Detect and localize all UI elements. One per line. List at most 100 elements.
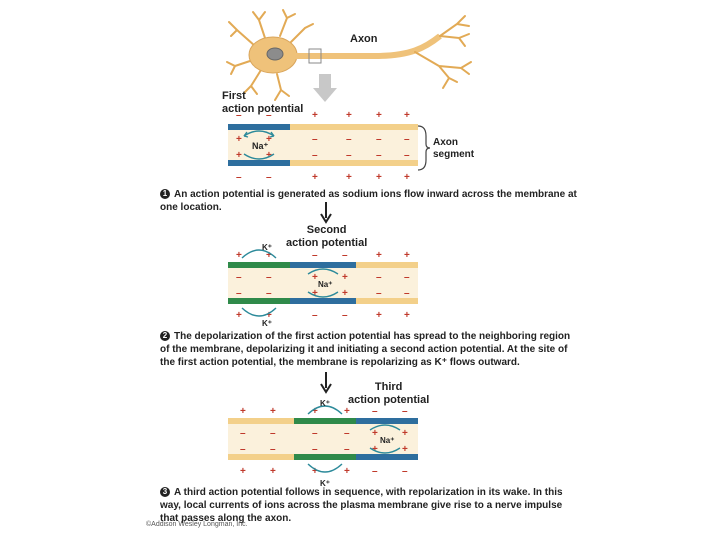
na-label: Na⁺	[380, 436, 394, 445]
svg-text:–: –	[236, 110, 242, 121]
svg-text:–: –	[266, 288, 272, 299]
axon-interior	[228, 268, 418, 298]
svg-text:+: +	[236, 250, 242, 261]
svg-text:+: +	[312, 406, 318, 417]
svg-text:+: +	[312, 172, 318, 183]
membrane-bottom	[228, 160, 418, 166]
membrane-bottom	[228, 454, 418, 460]
svg-text:–: –	[236, 288, 242, 299]
caption-text: A third action potential follows in sequ…	[160, 487, 563, 524]
nucleus	[266, 47, 284, 61]
svg-text:+: +	[240, 406, 246, 417]
svg-text:+: +	[404, 250, 410, 261]
svg-text:+: +	[404, 110, 410, 121]
svg-text:–: –	[376, 150, 382, 161]
svg-text:+: +	[236, 310, 242, 321]
svg-text:–: –	[404, 272, 410, 283]
svg-text:–: –	[404, 150, 410, 161]
svg-text:+: +	[312, 288, 318, 299]
axon-segment-panel-3: ++++–– ––––++ ––––++ ++++–– K⁺ Na⁺ K⁺	[228, 399, 418, 488]
svg-text:+: +	[342, 272, 348, 283]
k-efflux-arrows	[307, 405, 343, 473]
svg-text:–: –	[236, 172, 242, 183]
svg-text:–: –	[312, 428, 318, 439]
axon-segment-label: Axon segment	[433, 137, 475, 160]
svg-text:–: –	[402, 406, 408, 417]
svg-text:–: –	[312, 250, 318, 261]
membrane-top	[228, 262, 418, 268]
svg-text:–: –	[372, 406, 378, 417]
svg-text:–: –	[342, 250, 348, 261]
svg-text:+: +	[344, 466, 350, 477]
svg-text:–: –	[236, 272, 242, 283]
axon-shaft	[295, 33, 442, 59]
svg-text:+: +	[236, 134, 242, 145]
svg-text:–: –	[266, 272, 272, 283]
svg-text:–: –	[342, 310, 348, 321]
svg-text:+: +	[376, 172, 382, 183]
svg-text:–: –	[312, 134, 318, 145]
svg-text:–: –	[266, 110, 272, 121]
axon-segment-panel-2: ++––++ ––++–– ––++–– ++––++ K⁺ Na⁺ K⁺	[228, 243, 418, 328]
na-label: Na⁺	[318, 280, 332, 289]
svg-text:+: +	[266, 134, 272, 145]
membrane-top	[228, 124, 418, 130]
na-influx-arrows	[307, 268, 339, 298]
svg-text:+: +	[312, 466, 318, 477]
caption-text: The depolarization of the first action p…	[160, 331, 571, 368]
svg-text:+: +	[376, 110, 382, 121]
step-number: 3	[160, 487, 170, 498]
down-arrow-1	[320, 202, 332, 224]
svg-text:+: +	[270, 466, 276, 477]
svg-text:–: –	[404, 134, 410, 145]
svg-text:–: –	[376, 134, 382, 145]
svg-text:–: –	[376, 272, 382, 283]
neuron-illustration: Axon	[226, 9, 472, 102]
svg-text:+: +	[402, 428, 408, 439]
k-label-bottom: K⁺	[320, 479, 330, 488]
svg-text:–: –	[312, 444, 318, 455]
charges: ––++++ ++–––– ++–––– ––++++	[236, 110, 410, 183]
step-number: 2	[160, 331, 170, 342]
svg-text:+: +	[270, 406, 276, 417]
charges: ++––++ ––++–– ––++–– ++––++	[236, 250, 410, 321]
svg-text:–: –	[404, 288, 410, 299]
axon-segment-bracket	[417, 125, 430, 171]
segment-marker	[308, 48, 322, 64]
svg-text:+: +	[266, 310, 272, 321]
axon-terminals	[414, 15, 472, 89]
svg-text:–: –	[312, 310, 318, 321]
na-influx-arrows	[243, 130, 275, 160]
svg-text:+: +	[342, 288, 348, 299]
svg-text:+: +	[344, 406, 350, 417]
svg-text:+: +	[236, 150, 242, 161]
svg-text:+: +	[346, 172, 352, 183]
svg-text:+: +	[404, 172, 410, 183]
svg-text:+: +	[240, 466, 246, 477]
down-arrow-2	[320, 372, 332, 394]
membrane-bottom	[228, 298, 418, 304]
charges: ++++–– ––––++ ––––++ ++++––	[240, 406, 408, 477]
svg-text:–: –	[344, 428, 350, 439]
svg-text:–: –	[270, 428, 276, 439]
axon-label: Axon	[350, 33, 378, 45]
copyright-notice: ©Addison Wesley Longman, Inc.	[146, 521, 248, 528]
svg-text:–: –	[346, 134, 352, 145]
svg-text:+: +	[376, 250, 382, 261]
third-ap-label: Third action potential	[348, 381, 430, 406]
axon-segment-panel-1: ––++++ ++–––– ++–––– ––++++ Na⁺	[228, 110, 418, 183]
svg-text:–: –	[240, 428, 246, 439]
second-ap-label: Second action potential	[286, 224, 368, 249]
svg-text:–: –	[346, 150, 352, 161]
svg-text:+: +	[372, 428, 378, 439]
svg-text:+: +	[346, 110, 352, 121]
svg-text:+: +	[312, 110, 318, 121]
na-label: Na⁺	[252, 141, 269, 151]
axon-interior	[228, 424, 418, 454]
svg-text:–: –	[372, 466, 378, 477]
caption-text: An action potential is generated as sodi…	[160, 189, 577, 213]
svg-text:+: +	[266, 250, 272, 261]
magnify-arrow	[313, 74, 337, 102]
step-number: 1	[160, 189, 170, 200]
